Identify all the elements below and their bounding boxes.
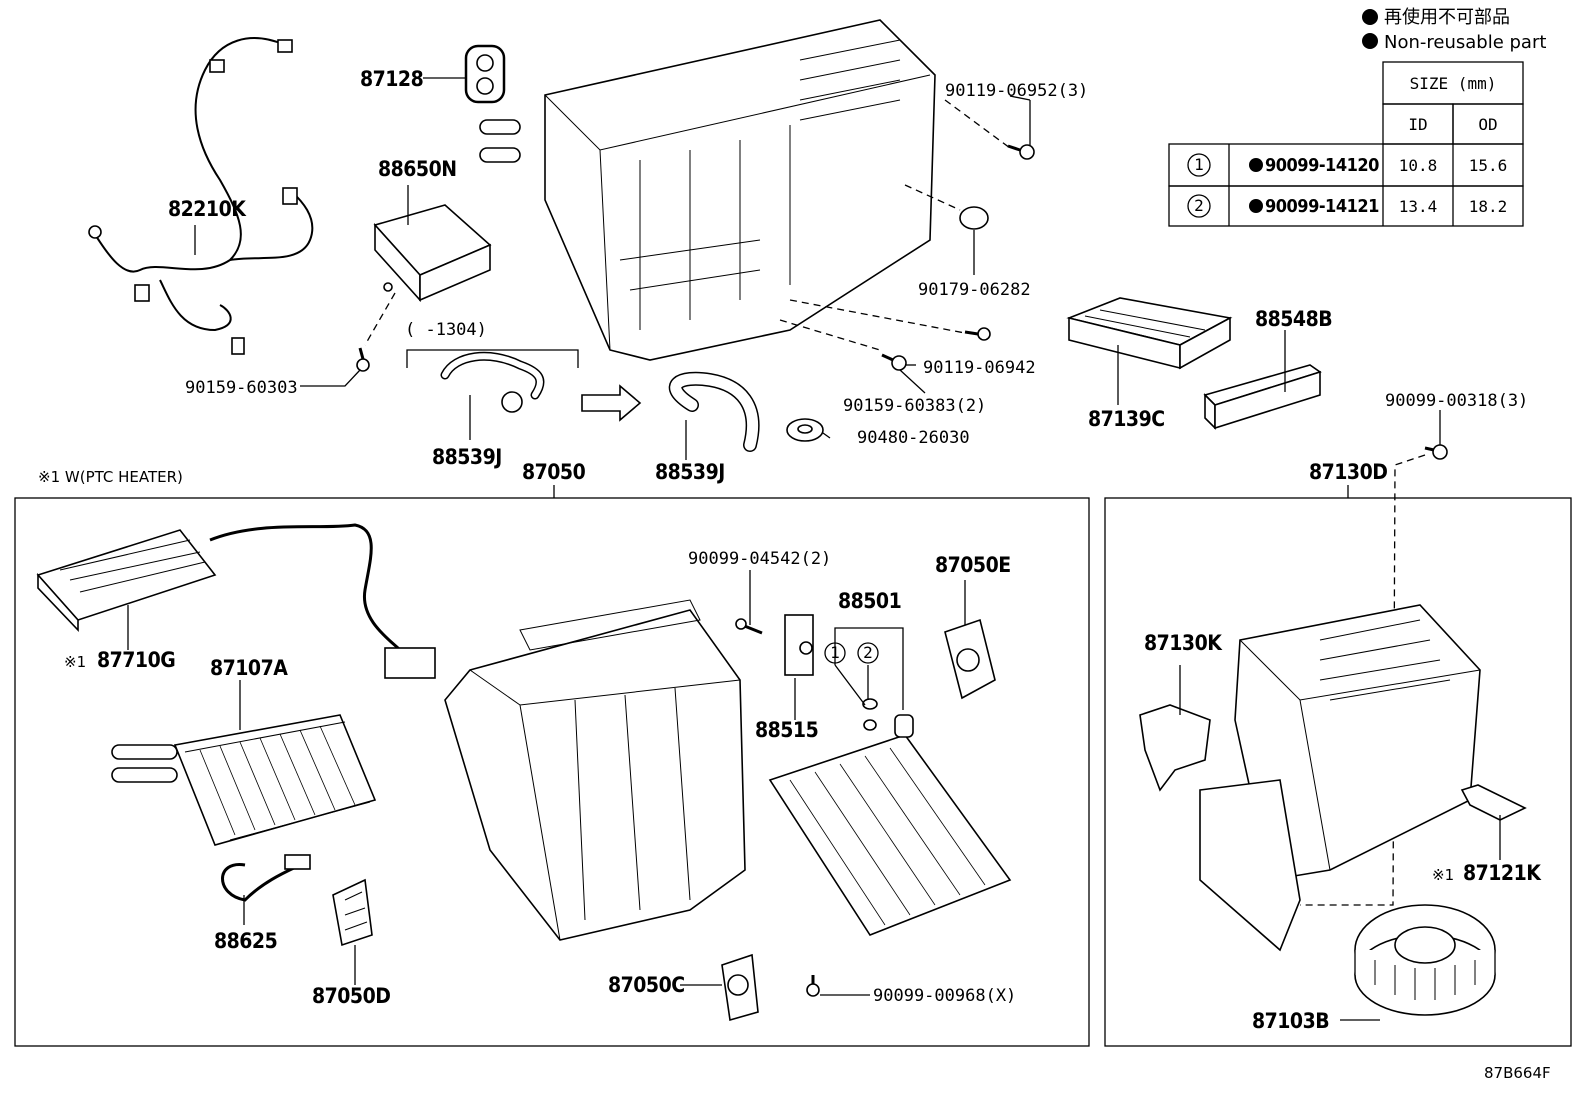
label-90099-04542: 90099-04542(2)	[688, 549, 831, 569]
label-87130d: 87130D	[1309, 460, 1387, 484]
label-88625: 88625	[214, 929, 277, 953]
screw-icon	[735, 618, 763, 635]
servo-87050c	[721, 953, 759, 1022]
label-87710g-mark: ※1	[64, 653, 86, 671]
legend: 再使用不可部品 Non-reusable part	[1362, 7, 1546, 53]
clip-90179-06282	[959, 206, 989, 230]
arrow-icon	[581, 384, 642, 422]
grommet-90480-26030	[786, 418, 824, 442]
label-82210k: 82210K	[168, 197, 247, 221]
hvac-case-lower	[444, 599, 746, 941]
non-reusable-bullet-icon	[1249, 199, 1263, 213]
screw-icon	[806, 975, 820, 997]
label-90159-60383: 90159-60383(2)	[843, 396, 986, 416]
label-88548b: 88548B	[1255, 307, 1332, 331]
label-87050: 87050	[522, 460, 586, 484]
label-88515: 88515	[755, 718, 818, 742]
ref-1: 1	[830, 643, 840, 662]
row1-ref: 1	[1194, 155, 1204, 174]
bracket-88501	[834, 627, 904, 710]
row1-part: 90099-14120	[1265, 155, 1379, 176]
assembly-87130d-box	[1104, 497, 1572, 1047]
row2-id: 13.4	[1399, 197, 1438, 216]
legend-ja: 再使用不可部品	[1384, 7, 1510, 28]
label-88539j-a: 88539J	[432, 445, 502, 469]
label-87710g: 87710G	[97, 648, 175, 672]
actuator-87130k	[1139, 704, 1211, 792]
leader-lines	[127, 77, 1501, 1021]
label-90179-06282: 90179-06282	[918, 280, 1031, 300]
label-90159-60303: 90159-60303	[185, 378, 298, 398]
label-90099-00968: 90099-00968(X)	[873, 986, 1016, 1006]
non-reusable-bullet-icon	[1249, 158, 1263, 172]
label-87107a: 87107A	[210, 656, 288, 680]
range-note: ( -1304)	[405, 320, 487, 340]
heater-core-87107a	[111, 714, 377, 846]
non-reusable-bullet-icon	[1362, 9, 1378, 25]
label-90480-26030: 90480-26030	[857, 428, 970, 448]
label-88650n: 88650N	[378, 157, 457, 181]
col-id: ID	[1408, 115, 1427, 134]
size-header: SIZE (mm)	[1410, 74, 1497, 93]
filter-87139c	[1066, 297, 1233, 370]
blower-case-87130d	[1199, 604, 1481, 952]
label-87121k-mark: ※1	[1432, 866, 1454, 884]
non-reusable-bullet-icon	[1362, 33, 1378, 49]
blower-motor-87103b	[1354, 904, 1496, 1016]
hose-88539j-b	[668, 371, 760, 452]
label-87139c: 87139C	[1088, 407, 1165, 431]
screw-icon	[356, 144, 1448, 460]
evaporator	[768, 714, 1012, 936]
filter-88548b	[1203, 364, 1322, 430]
sensor-88625	[221, 854, 311, 902]
size-table: SIZE (mm) ID OD 1 90099-14120 10.8 15.6 …	[1168, 61, 1524, 227]
o-ring-icon	[862, 698, 878, 731]
label-87121k: 87121K	[1463, 861, 1542, 885]
range-bracket	[406, 349, 579, 368]
row2-part: 90099-14121	[1265, 196, 1379, 217]
label-90099-00318: 90099-00318(3)	[1385, 391, 1528, 411]
part-labels: 87128 88650N 82210K 90159-60303 88539J 8…	[38, 67, 1551, 1082]
ecu-88650n	[373, 204, 492, 303]
servo-87050e	[944, 618, 996, 700]
servo-87050d	[332, 878, 373, 947]
hvac-case-upper	[479, 19, 936, 361]
label-87050e: 87050E	[935, 553, 1011, 577]
expansion-valve-88515	[784, 614, 814, 676]
row1-id: 10.8	[1399, 156, 1438, 175]
label-87130k: 87130K	[1144, 631, 1223, 655]
diagram-code: 87B664F	[1484, 1064, 1551, 1082]
col-od: OD	[1478, 115, 1497, 134]
label-88501: 88501	[838, 589, 901, 613]
label-87103b: 87103B	[1252, 1009, 1329, 1033]
label-87050c: 87050C	[608, 973, 685, 997]
assembly-87050-box	[14, 497, 1090, 1047]
label-90119-06952: 90119-06952(3)	[945, 81, 1088, 101]
label-87128: 87128	[360, 67, 423, 91]
row2-ref: 2	[1194, 196, 1204, 215]
dashed-leaders	[364, 99, 1426, 906]
bracket-87121k	[1460, 784, 1527, 821]
note-ptc-heater: ※1 W(PTC HEATER)	[38, 468, 183, 486]
hose-88539j-a	[440, 351, 545, 413]
ref-2: 2	[863, 643, 873, 662]
label-90119-06942: 90119-06942	[923, 358, 1036, 378]
grommet-87128	[464, 44, 506, 104]
ptc-heater-87710g	[36, 523, 436, 679]
label-88539j-b: 88539J	[655, 460, 725, 484]
row2-od: 18.2	[1469, 197, 1508, 216]
wire-harness-82210k	[88, 37, 314, 355]
legend-en: Non-reusable part	[1384, 32, 1546, 53]
row1-od: 15.6	[1469, 156, 1508, 175]
label-87050d: 87050D	[312, 984, 390, 1008]
